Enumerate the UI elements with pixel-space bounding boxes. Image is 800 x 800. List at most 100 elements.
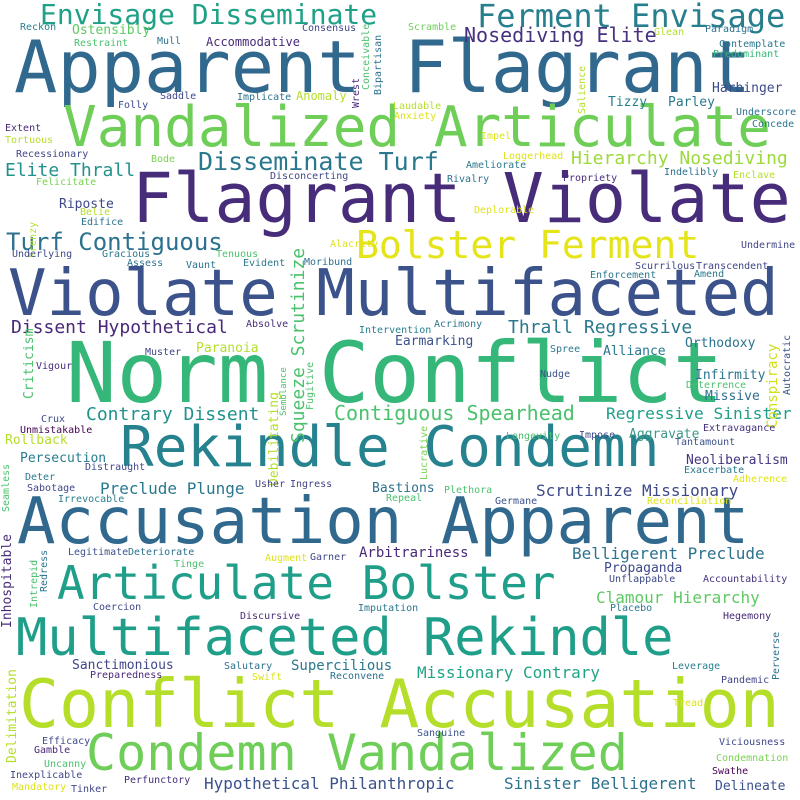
word: Anomaly	[296, 89, 347, 103]
word: Condemnation	[716, 753, 789, 764]
word: Conspiracy	[765, 343, 781, 428]
word: Regressive Sinister	[606, 404, 792, 423]
word: Extent	[5, 123, 42, 134]
word: Condemn Vandalized	[86, 724, 628, 782]
word: Turf Contiguous	[6, 228, 223, 256]
word: Assess	[127, 258, 164, 269]
word: Extravagance	[703, 423, 776, 434]
word: Reconciliation	[647, 496, 732, 507]
word: Enforcement	[590, 270, 657, 281]
word: Efficacy	[42, 736, 91, 747]
word: Tantamount	[675, 437, 736, 448]
word: Thrall Regressive	[508, 317, 693, 338]
word: Viciousness	[719, 737, 786, 748]
word: Sanguine	[417, 728, 466, 739]
word: Harbinger	[712, 81, 783, 96]
word: Preparedness	[90, 670, 163, 681]
word: Reconvene	[330, 671, 385, 682]
word: Orthodoxy	[685, 336, 756, 351]
word: Augment	[265, 553, 308, 564]
word: Deterrence	[686, 380, 747, 391]
word: Ferment Envisage	[477, 0, 786, 35]
word: Aggravate	[629, 427, 700, 442]
word: Tenuous	[216, 249, 259, 260]
word: Exacerbate	[684, 465, 745, 476]
word: Ingress	[290, 479, 333, 490]
word: Vandalized Articulate	[63, 95, 772, 160]
word: Transcendent	[696, 261, 769, 272]
word: Seamless	[1, 463, 12, 512]
word: Missionary Contrary	[417, 663, 601, 682]
word: Tread	[673, 698, 704, 709]
word: Reckon	[20, 22, 57, 33]
word: Inhospitable	[0, 534, 15, 628]
word: Spree	[550, 344, 581, 355]
word: Hypothetical Philanthropic	[204, 774, 455, 793]
word: Muster	[145, 347, 182, 358]
word: Delineate	[715, 779, 786, 794]
word: Accusation Apparent	[17, 485, 750, 559]
word: Crux	[41, 414, 66, 425]
word: Neoliberalism	[686, 453, 788, 468]
word: Felicitate	[36, 177, 97, 188]
word: Impose	[579, 430, 616, 441]
word: Clamour Hierarchy	[596, 588, 760, 607]
word: Autocratic	[782, 334, 793, 395]
word: Implicate	[237, 92, 292, 103]
word: Absolve	[246, 319, 289, 330]
word: Belligerent Preclude	[572, 544, 765, 563]
word: Rekindle Condemn	[120, 415, 660, 480]
word: Moribund	[304, 257, 353, 268]
word: Deplorable	[474, 205, 535, 216]
word: Evident	[243, 258, 286, 269]
word: Pandemic	[721, 675, 770, 686]
word: Multifaceted Rekindle	[16, 608, 674, 668]
word: Folly	[118, 100, 149, 111]
word: Irrevocable	[58, 494, 125, 505]
word: Envisage Disseminate	[40, 0, 378, 31]
word: Disseminate Turf	[198, 147, 439, 176]
word: Supercilious	[291, 658, 393, 674]
word: Uncanny	[44, 759, 87, 770]
word: Scrutinize Missionary	[536, 481, 739, 500]
word: Laudable	[393, 101, 442, 112]
word: Paradigm	[705, 24, 754, 35]
word: Propaganda	[604, 561, 683, 576]
word: Conflict Accusation	[19, 665, 780, 743]
word: Usher	[255, 479, 286, 490]
word: Alliance	[603, 344, 666, 359]
word: Salience	[577, 65, 588, 114]
word: Ostensibly	[72, 23, 151, 38]
word: Missive	[705, 389, 760, 404]
word: Nudge	[540, 369, 571, 380]
word: Squeeze Scrutinize	[288, 247, 309, 443]
word: Predominant	[713, 49, 780, 60]
word: Recessionary	[16, 149, 89, 160]
word: Earmarking	[395, 334, 474, 349]
word: Garner	[310, 552, 347, 563]
word: Mandatory	[12, 782, 67, 793]
word: Restraint	[74, 38, 129, 49]
word: Arbitrariness	[359, 545, 469, 561]
word: Perverse	[771, 631, 782, 680]
word: Preclude Plunge	[100, 479, 245, 498]
word: Placebo	[610, 603, 653, 614]
word: Imputation	[358, 603, 419, 614]
word: Articulate Bolster	[57, 556, 556, 610]
word: Scurrilous	[635, 261, 696, 272]
word: Unmistakable	[20, 425, 93, 436]
word: Tortuous	[5, 135, 54, 146]
word: Sabotage	[27, 483, 76, 494]
word: Intervention	[359, 325, 432, 336]
word: Disconcerting	[270, 171, 349, 182]
word: Bolster Ferment	[356, 223, 700, 267]
word: Contrary Dissent	[86, 404, 260, 425]
word: Deter	[25, 472, 56, 483]
word: Repeal	[386, 493, 423, 504]
word: Inexplicable	[10, 770, 83, 781]
word: Swift	[252, 672, 283, 683]
word: Amend	[694, 269, 725, 280]
word: Lucrative	[419, 425, 430, 480]
word: Unflappable	[609, 574, 676, 585]
word: Elite Thrall	[5, 160, 136, 181]
